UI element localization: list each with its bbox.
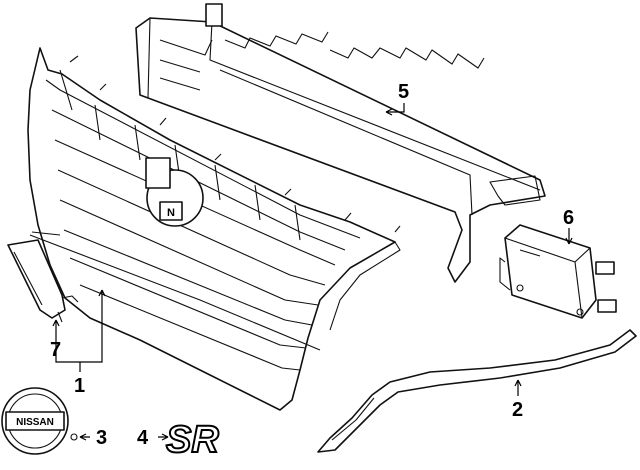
emblem-text: NISSAN <box>16 417 54 428</box>
radiator-support-deflector-icon <box>135 3 546 283</box>
callout-3: 3 <box>96 427 107 449</box>
side-cover-panel-icon <box>7 239 79 323</box>
grille-assembly-icon: N <box>27 47 401 411</box>
chrome-molding-strip-icon <box>317 329 637 453</box>
sensor-module-icon <box>499 224 617 319</box>
callout-7: 7 <box>50 339 61 361</box>
callout-6: 6 <box>563 207 574 229</box>
nissan-emblem-icon: NISSAN <box>1 387 78 455</box>
leader-lines <box>52 103 573 441</box>
badge-text: SR <box>166 419 219 461</box>
sr-badge-icon: SR <box>165 418 220 462</box>
callout-5: 5 <box>398 81 409 103</box>
callout-4: 4 <box>137 427 149 449</box>
callout-labels: 1 2 3 4 5 6 7 <box>50 81 574 449</box>
callout-1: 1 <box>74 375 85 397</box>
callout-2: 2 <box>512 399 523 421</box>
grille-logo-text: N <box>167 207 175 219</box>
